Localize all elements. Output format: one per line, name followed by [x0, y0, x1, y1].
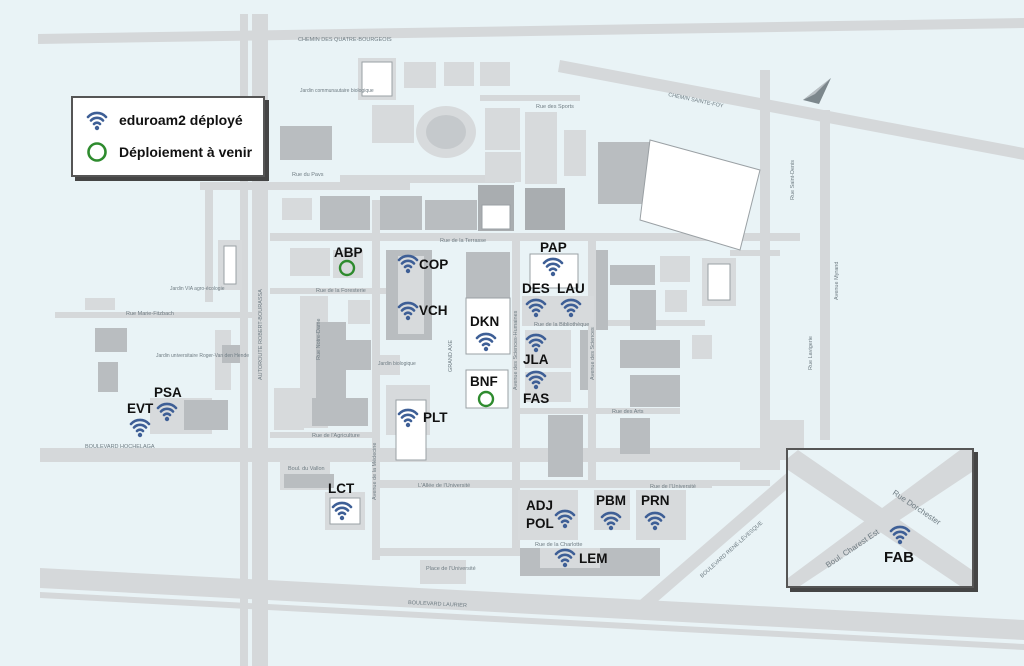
- svg-text:Avenue des Sciences-Humaines: Avenue des Sciences-Humaines: [513, 310, 519, 390]
- road-network: [38, 14, 1024, 666]
- svg-text:Rue du Pavs: Rue du Pavs: [292, 172, 324, 178]
- planned-circle-icon: [87, 142, 107, 162]
- svg-text:Jardin universitaire Roger-Van: Jardin universitaire Roger-Van den Hende: [156, 353, 249, 359]
- svg-text:BOULEVARD HOCHELAGA: BOULEVARD HOCHELAGA: [85, 444, 155, 450]
- legend-planned-label: Déploiement à venir: [119, 144, 253, 160]
- building-prn[interactable]: PRN: [641, 493, 670, 532]
- building-psa[interactable]: PSA: [154, 385, 182, 423]
- building-cop[interactable]: COP: [397, 254, 448, 275]
- building-label-plt: PLT: [423, 410, 448, 425]
- building-adj[interactable]: ADJ: [526, 498, 576, 530]
- building-jla[interactable]: JLA: [523, 333, 549, 367]
- svg-text:Rue de la Terrasse: Rue de la Terrasse: [440, 238, 486, 244]
- building-label-evt: EVT: [127, 401, 154, 416]
- legend-deployed-label: eduroam2 déployé: [119, 112, 243, 128]
- poi-labels: Jardin communautaire biologique Jardin V…: [156, 88, 416, 367]
- svg-text:Avenue des Sciences: Avenue des Sciences: [590, 327, 596, 380]
- svg-text:Rue Marie-Fitzbach: Rue Marie-Fitzbach: [126, 311, 174, 317]
- building-label-adj: ADJ: [526, 498, 553, 513]
- svg-text:Rue de l'Université: Rue de l'Université: [650, 484, 696, 490]
- building-label-jla: JLA: [523, 352, 549, 367]
- building-label-pbm: PBM: [596, 493, 626, 508]
- legend-row-planned: Déploiement à venir: [85, 140, 252, 164]
- svg-text:Jardin communautaire biologiqu: Jardin communautaire biologique: [300, 88, 374, 94]
- svg-text:Rue de la Charlotte: Rue de la Charlotte: [535, 542, 582, 548]
- building-bnf[interactable]: BNF: [470, 374, 498, 408]
- svg-text:Place de l'Université: Place de l'Université: [426, 566, 476, 572]
- svg-text:CHEMIN DES QUATRE-BOURGEOIS: CHEMIN DES QUATRE-BOURGEOIS: [298, 37, 392, 43]
- building-label-fab: FAB: [884, 549, 914, 566]
- svg-text:Rue Notre-Dame: Rue Notre-Dame: [316, 318, 322, 360]
- svg-text:AUTOROUTE ROBERT-BOURASSA: AUTOROUTE ROBERT-BOURASSA: [258, 289, 264, 380]
- svg-text:Rue de la Foresterie: Rue de la Foresterie: [316, 288, 366, 294]
- svg-text:Rue Lavigerie: Rue Lavigerie: [808, 336, 814, 370]
- building-abp[interactable]: ABP: [334, 245, 363, 277]
- building-label-lau: LAU: [557, 281, 585, 296]
- svg-text:BOULEVARD LAURIER: BOULEVARD LAURIER: [408, 600, 467, 609]
- svg-text:Rue des Sports: Rue des Sports: [536, 104, 574, 110]
- inset-map-drawing: Rue Dorchester Boul. Charest Est FAB: [788, 450, 972, 586]
- svg-text:GRAND AXE: GRAND AXE: [448, 340, 454, 372]
- building-plt[interactable]: PLT: [397, 408, 448, 429]
- building-des[interactable]: DES: [522, 281, 550, 319]
- building-label-lct: LCT: [328, 481, 355, 496]
- svg-text:Rue Saint-Denis: Rue Saint-Denis: [790, 160, 796, 200]
- building-label-dkn: DKN: [470, 314, 499, 329]
- building-lau[interactable]: LAU: [557, 281, 585, 319]
- svg-text:Jardin biologique: Jardin biologique: [378, 361, 416, 367]
- building-pap[interactable]: PAP: [540, 240, 567, 278]
- planned-circle-icon: [477, 390, 495, 408]
- building-label-fas: FAS: [523, 391, 549, 406]
- wifi-icon: [86, 111, 108, 131]
- legend-row-deployed: eduroam2 déployé: [85, 108, 243, 132]
- building-label-vch: VCH: [419, 303, 448, 318]
- inset-map: Rue Dorchester Boul. Charest Est FAB: [786, 448, 974, 588]
- building-label-cop: COP: [419, 257, 448, 272]
- svg-text:Rue des Arts: Rue des Arts: [612, 409, 644, 415]
- compass-north-icon: [803, 78, 831, 104]
- svg-text:Boul. du Vallon: Boul. du Vallon: [288, 466, 325, 472]
- building-lct[interactable]: LCT: [328, 481, 355, 522]
- building-label-prn: PRN: [641, 493, 670, 508]
- building-dkn[interactable]: DKN: [470, 314, 499, 353]
- building-label-psa: PSA: [154, 385, 182, 400]
- building-evt[interactable]: EVT: [127, 401, 154, 439]
- building-label-pol: POL: [526, 516, 554, 531]
- svg-text:L'Allée de l'Université: L'Allée de l'Université: [418, 483, 470, 489]
- building-label-abp: ABP: [334, 245, 363, 260]
- building-pol[interactable]: POL: [526, 516, 554, 531]
- svg-text:Avenue de la Médecine: Avenue de la Médecine: [372, 443, 378, 500]
- building-lem[interactable]: LEM: [554, 548, 608, 569]
- svg-text:Rue de l'Agriculture: Rue de l'Agriculture: [312, 433, 360, 439]
- building-vch[interactable]: VCH: [397, 301, 448, 322]
- building-label-bnf: BNF: [470, 374, 498, 389]
- legend: eduroam2 déployé Déploiement à venir: [71, 96, 265, 177]
- svg-text:Avenue Myrand: Avenue Myrand: [834, 262, 840, 300]
- planned-circle-icon: [338, 259, 356, 277]
- building-label-pap: PAP: [540, 240, 567, 255]
- building-pbm[interactable]: PBM: [596, 493, 626, 532]
- building-label-des: DES: [522, 281, 550, 296]
- svg-text:Jardin VIA agro-écologie: Jardin VIA agro-écologie: [170, 286, 225, 292]
- building-fas[interactable]: FAS: [523, 370, 549, 406]
- svg-text:Rue de la Bibliothèque: Rue de la Bibliothèque: [534, 322, 589, 328]
- building-label-lem: LEM: [579, 551, 608, 566]
